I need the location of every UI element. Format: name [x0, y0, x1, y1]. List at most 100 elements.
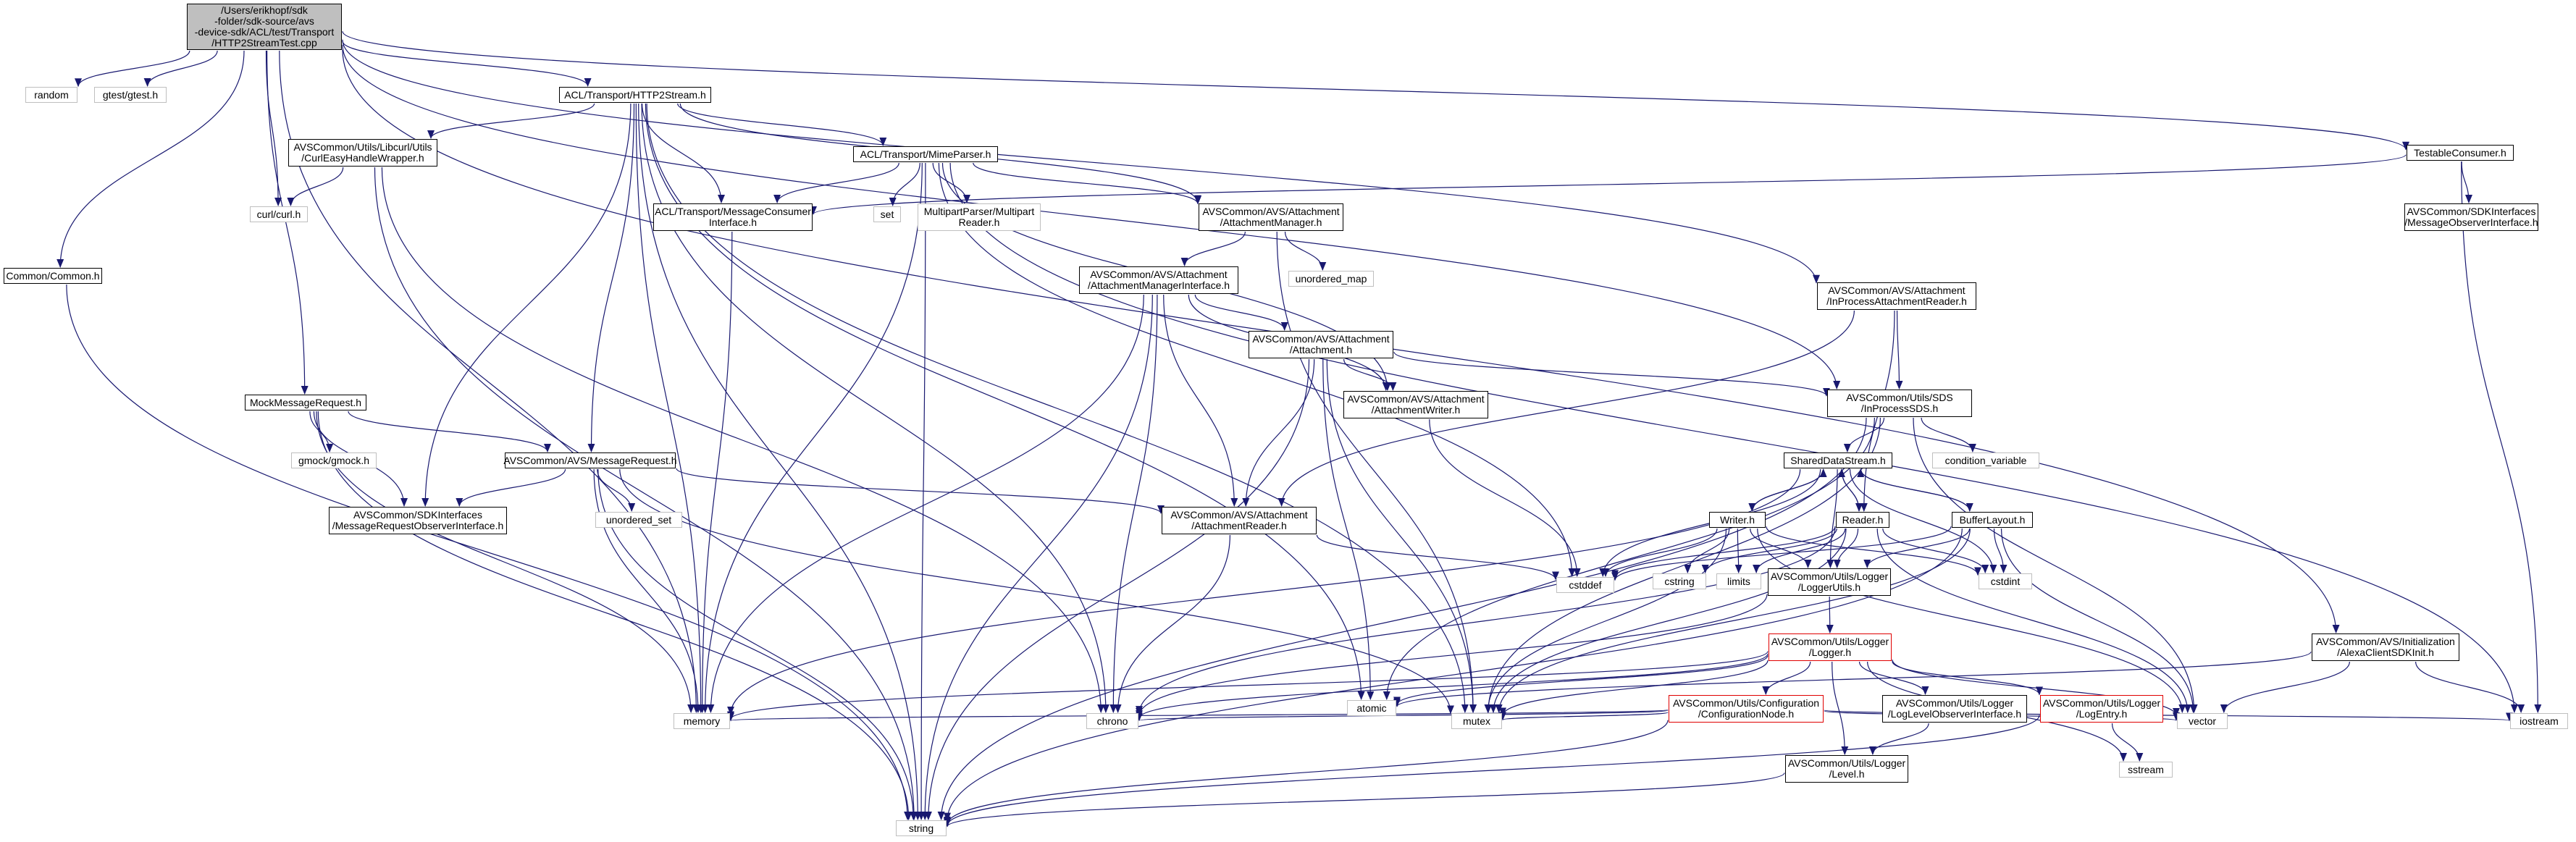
edge-shareddatastream-to-cstdint — [1850, 468, 1997, 573]
edge-http2stream-to-string — [638, 103, 922, 820]
node-label-line: -device-sdk/ACL/test/Transport — [194, 26, 335, 38]
node-attachmentmanager[interactable]: AVSCommon/AVS/Attachment/AttachmentManag… — [1199, 203, 1343, 231]
node-limits[interactable]: limits — [1716, 573, 1761, 589]
edge-mimeparser-to-msgconsumer — [773, 162, 899, 203]
node-label-line: AVSCommon/Utils/Logger — [1771, 636, 1889, 647]
node-condvar[interactable]: condition_variable — [1932, 452, 2039, 468]
edge-root-to-mockmsgrequest — [267, 50, 309, 395]
edge-testableconsumer-to-iostream — [2461, 161, 2542, 713]
node-label-line: condition_variable — [1944, 454, 2027, 466]
node-attwriter[interactable]: AVSCommon/AVS/Attachment/AttachmentWrite… — [1343, 391, 1488, 418]
node-gmock[interactable]: gmock/gmock.h — [291, 452, 377, 468]
node-cstddef[interactable]: cstddef — [1556, 577, 1614, 593]
node-label-line: /MessageObserverInterface.h — [2404, 216, 2538, 228]
node-writer[interactable]: Writer.h — [1709, 512, 1766, 528]
edge-attachment-to-attreader — [1242, 358, 1315, 507]
node-msgobserver[interactable]: AVSCommon/SDKInterfaces/MessageObserverI… — [2404, 203, 2538, 231]
node-attachment[interactable]: AVSCommon/AVS/Attachment/Attachment.h — [1249, 331, 1393, 358]
node-label-line: /CurlEasyHandleWrapper.h — [301, 152, 424, 164]
node-vector[interactable]: vector — [2177, 713, 2228, 729]
node-curl[interactable]: curl/curl.h — [250, 206, 308, 222]
node-logentry[interactable]: AVSCommon/Utils/Logger/LogEntry.h — [2040, 695, 2163, 723]
edge-messagerequest-to-attreader — [676, 468, 1165, 514]
node-alexaclientsdkinit[interactable]: AVSCommon/AVS/Initialization/AlexaClient… — [2312, 633, 2459, 661]
node-mimeparser[interactable]: ACL/Transport/MimeParser.h — [853, 146, 998, 162]
node-mockmsgrequest[interactable]: MockMessageRequest.h — [245, 395, 366, 411]
edge-http2stream-to-memory — [635, 103, 705, 713]
node-root[interactable]: /Users/erikhopf/sdk-folder/sdk-source/av… — [187, 4, 342, 50]
node-string[interactable]: string — [896, 820, 947, 836]
node-label-line: /AttachmentWriter.h — [1371, 404, 1461, 416]
node-attmgrinterface[interactable]: AVSCommon/AVS/Attachment/AttachmentManag… — [1079, 266, 1238, 294]
node-http2stream[interactable]: ACL/Transport/HTTP2Stream.h — [559, 87, 711, 103]
node-gtest[interactable]: gtest/gtest.h — [94, 87, 167, 103]
edge-bufferlayout-to-cstddef — [1611, 526, 1952, 581]
edge-http2stream-to-libcurlutils — [427, 103, 595, 139]
node-set[interactable]: set — [873, 206, 901, 222]
node-label-line: AVSCommon/SDKInterfaces — [353, 509, 482, 521]
node-reader[interactable]: Reader.h — [1836, 512, 1889, 528]
node-memory[interactable]: memory — [674, 713, 730, 729]
node-random[interactable]: random — [25, 87, 77, 103]
node-logger[interactable]: AVSCommon/Utils/Logger/Logger.h — [1769, 633, 1892, 661]
node-label-line: /AttachmentReader.h — [1191, 520, 1287, 531]
node-chrono[interactable]: chrono — [1086, 713, 1138, 729]
edge-attachment-to-string — [924, 358, 1310, 820]
node-unordered-map[interactable]: unordered_map — [1288, 271, 1374, 287]
edge-bufferlayout-to-shareddatastream — [1857, 468, 1971, 512]
edge-writer-to-cstdint — [1766, 526, 1981, 576]
edge-root-to-memory — [279, 50, 700, 713]
edge-attreader-to-cstddef — [1316, 534, 1559, 581]
edge-attmgrinterface-to-attreader — [1163, 294, 1238, 507]
node-label-line: chrono — [1096, 715, 1128, 727]
node-confignode[interactable]: AVSCommon/Utils/Configuration/Configurat… — [1669, 695, 1824, 723]
node-label-line: AVSCommon/AVS/Attachment — [1090, 269, 1228, 280]
edge-confignode-to-chrono — [1136, 710, 1669, 722]
edge-bufferlayout-to-mutex — [1495, 528, 1971, 713]
node-label-line: curl/curl.h — [256, 208, 301, 220]
node-inprocattreader[interactable]: AVSCommon/AVS/Attachment/InProcessAttach… — [1817, 282, 1976, 310]
node-atomic[interactable]: atomic — [1347, 700, 1396, 716]
edge-writer-to-shareddatastream — [1751, 468, 1827, 512]
edge-loggerutils-to-logger — [1826, 596, 1834, 633]
node-messagerequest[interactable]: AVSCommon/AVS/MessageRequest.h — [503, 452, 677, 468]
node-label-line: ACL/Transport/MessageConsumer — [655, 206, 811, 217]
node-shareddatastream[interactable]: SharedDataStream.h — [1784, 452, 1892, 468]
edge-attreader-to-chrono — [1114, 534, 1230, 713]
node-sstream[interactable]: sstream — [2119, 762, 2173, 778]
node-label-line: set — [880, 208, 894, 220]
node-label-line: /LoggerUtils.h — [1797, 581, 1861, 593]
node-label-line: cstddef — [1569, 578, 1602, 591]
node-label-line: Common/Common.h — [6, 269, 100, 282]
node-unordered-set[interactable]: unordered_set — [595, 512, 682, 528]
node-logobserver[interactable]: AVSCommon/Utils/Logger/LogLevelObserverI… — [1882, 695, 2027, 723]
node-libcurlutils[interactable]: AVSCommon/Utils/Libcurl/Utils/CurlEasyHa… — [288, 139, 437, 167]
node-cstring[interactable]: cstring — [1653, 573, 1706, 589]
node-cstdint[interactable]: cstdint — [1979, 573, 2032, 589]
edge-testableconsumer-to-msgconsumer — [810, 154, 2407, 215]
node-label-line: Reader.h — [1842, 513, 1884, 526]
node-loggerutils[interactable]: AVSCommon/Utils/Logger/LoggerUtils.h — [1768, 568, 1891, 596]
node-label-line: cstdint — [1990, 575, 2021, 587]
node-attreader[interactable]: AVSCommon/AVS/Attachment/AttachmentReade… — [1162, 507, 1317, 534]
edge-attachment-to-attwriter — [1343, 358, 1397, 391]
node-msgreqobserver[interactable]: AVSCommon/SDKInterfaces/MessageRequestOb… — [329, 507, 507, 534]
edge-logger-to-logentry — [1892, 661, 2043, 696]
node-common[interactable]: Common/Common.h — [4, 268, 102, 284]
edge-inprocsds-to-shareddatastream — [1843, 417, 1885, 452]
edge-logentry-to-string — [944, 715, 2040, 827]
node-level[interactable]: AVSCommon/Utils/Logger/Level.h — [1785, 755, 1908, 783]
node-testableconsumer[interactable]: TestableConsumer.h — [2407, 145, 2514, 161]
node-mutex[interactable]: mutex — [1451, 713, 1502, 729]
node-iostream[interactable]: iostream — [2510, 713, 2568, 729]
node-inprocsds[interactable]: AVSCommon/Utils/SDS/InProcessSDS.h — [1827, 390, 1972, 417]
edge-layer — [56, 31, 2542, 828]
edge-writer-to-vector — [1757, 528, 2186, 713]
node-label-line: MockMessageRequest.h — [249, 396, 362, 408]
node-bufferlayout[interactable]: BufferLayout.h — [1952, 512, 2033, 528]
edge-attachment-to-inprocsds — [1393, 351, 1830, 397]
